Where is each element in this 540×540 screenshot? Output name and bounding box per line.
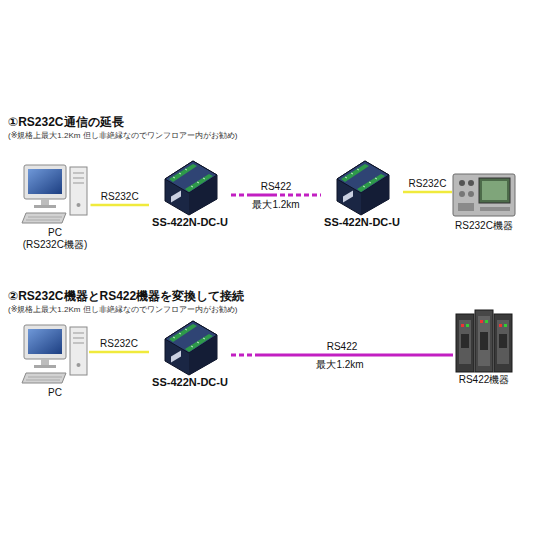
device-label: (RS232C機器)	[23, 239, 87, 251]
cable-line	[231, 194, 321, 197]
signal-label: RS422	[260, 181, 293, 193]
cable-line	[403, 191, 452, 194]
device-label: PC	[48, 227, 62, 239]
converter-unit: SS-422N-DC-U	[149, 318, 231, 389]
pc-icon: PC	[21, 323, 89, 399]
device-label: RS232C機器	[455, 220, 513, 232]
note-text: (※規格上最大1.2Km 但し非絶縁なのでワンフロアー内がお勧め)	[8, 131, 237, 141]
signal-label: RS232C	[99, 338, 139, 350]
cable-line	[231, 354, 453, 357]
device-label: PC	[48, 387, 62, 399]
distance-label: 最大1.2km	[316, 359, 363, 371]
pc-icon: PC(RS232C機器)	[20, 163, 91, 251]
rs232c-device: RS232C機器	[452, 172, 516, 232]
device-label: SS-422N-DC-U	[152, 216, 228, 229]
cable-line	[89, 351, 149, 354]
device-label: SS-422N-DC-U	[152, 376, 228, 389]
rs232c-device	[453, 174, 515, 216]
note-text: (※規格上最大1.2Km 但し非絶縁なのでワンフロアー内がお勧め)	[8, 305, 237, 315]
section-heading: ②RS232C機器とRS422機器を変換して接続	[8, 289, 244, 303]
distance-label: 最大1.2km	[252, 199, 299, 211]
converter-unit: SS-422N-DC-U	[321, 158, 403, 229]
cable-line	[91, 204, 150, 207]
rs422-device	[456, 310, 512, 372]
device-label: RS422機器	[459, 374, 510, 386]
section-heading: ①RS232C通信の延長	[8, 115, 124, 129]
rs422-device: RS422機器	[453, 308, 515, 386]
converter-unit: SS-422N-DC-U	[149, 158, 231, 229]
signal-label: RS232C	[408, 178, 448, 190]
device-label: SS-422N-DC-U	[324, 216, 400, 229]
signal-label: RS422	[326, 341, 359, 353]
signal-label: RS232C	[100, 191, 140, 203]
